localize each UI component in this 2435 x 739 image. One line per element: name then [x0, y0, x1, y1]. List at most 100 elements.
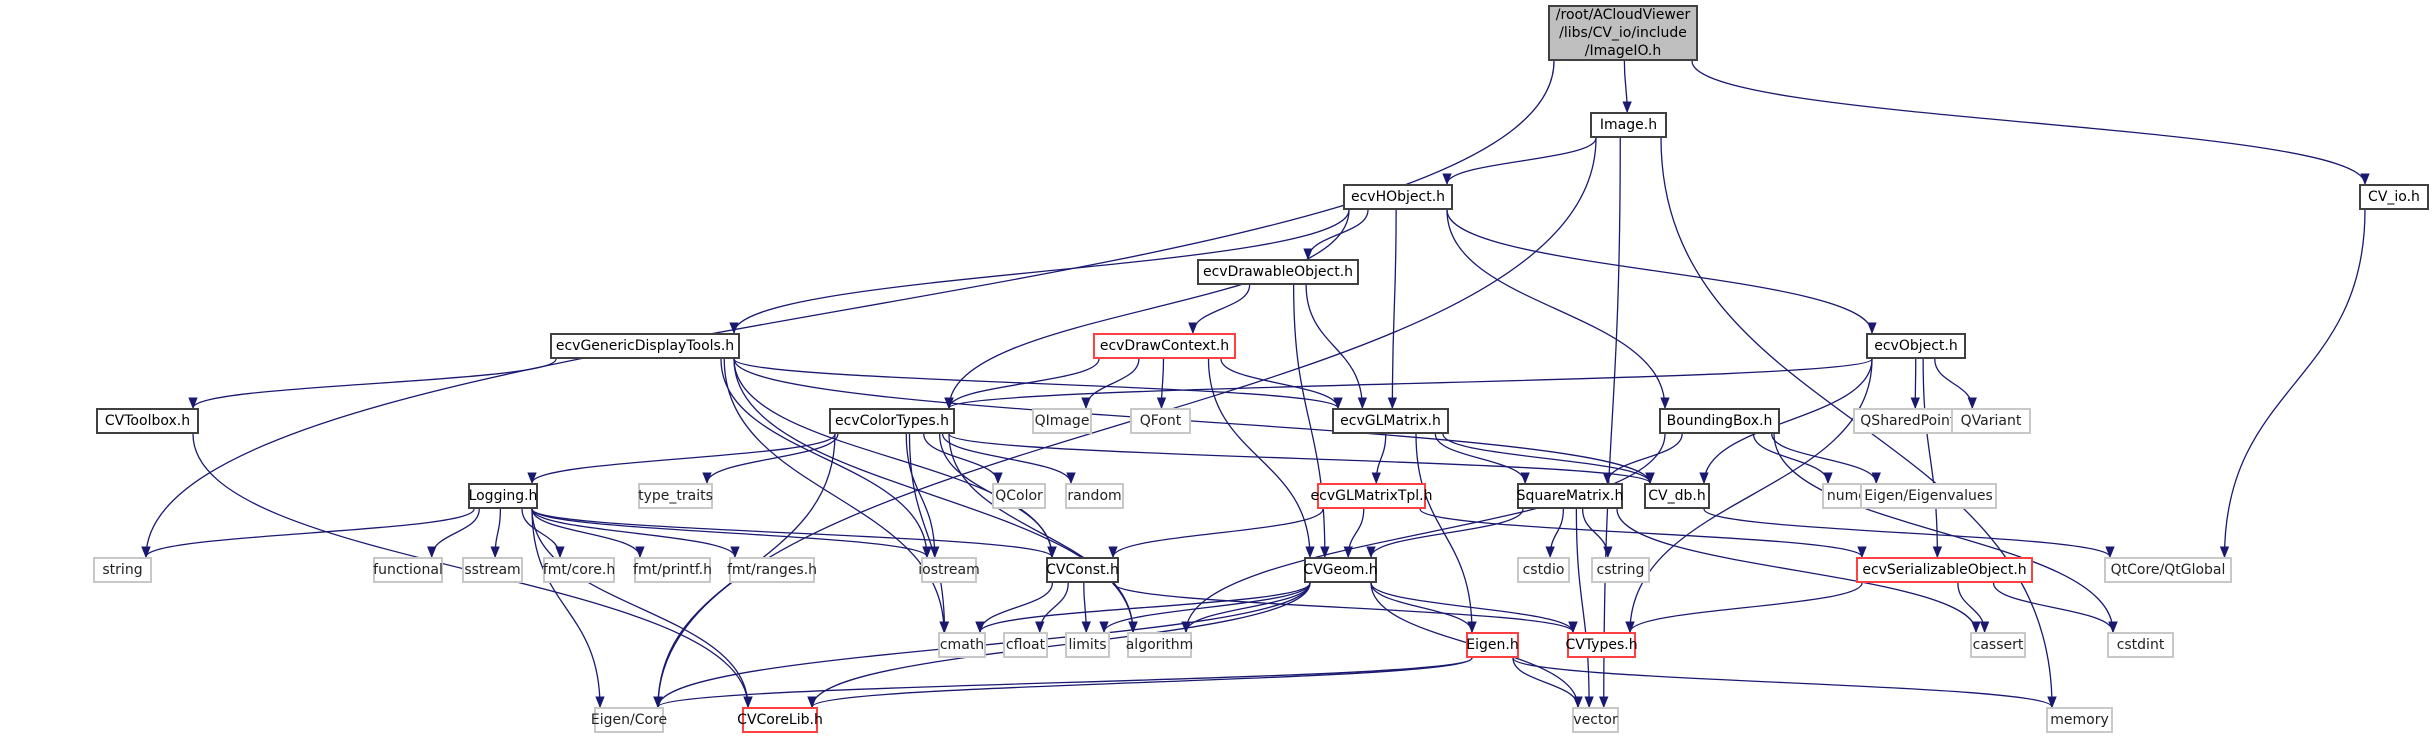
node-hobject[interactable]: ecvHObject.h	[1343, 184, 1453, 210]
edge-root-to-image	[1622, 60, 1632, 114]
node-typetraits[interactable]: type_traits	[638, 483, 713, 509]
node-cstdio[interactable]: cstdio	[1517, 557, 1570, 583]
node-cassert[interactable]: cassert	[1970, 632, 2026, 658]
node-fmtcore[interactable]: fmt/core.h	[543, 557, 615, 583]
node-random[interactable]: random	[1065, 483, 1124, 509]
node-drawable[interactable]: ecvDrawableObject.h	[1197, 259, 1359, 285]
edge-gendisp-to-glmatrix	[733, 358, 1343, 410]
node-label: Eigen.h	[1466, 637, 1519, 653]
node-label: cstdio	[1522, 562, 1565, 578]
edge-logging-to-corelib	[531, 508, 753, 709]
node-label: CVToolbox.h	[104, 413, 191, 429]
node-algorithm[interactable]: algorithm	[1126, 632, 1193, 658]
node-cvtypes[interactable]: CVTypes.h	[1565, 632, 1638, 658]
edge-eigenh-to-vector	[1512, 657, 1583, 709]
node-gendisp[interactable]: ecvGenericDisplayTools.h	[550, 333, 740, 359]
node-limits[interactable]: limits	[1065, 632, 1110, 658]
edge-cvconst-to-cfloat	[1035, 582, 1069, 634]
node-serial[interactable]: ecvSerializableObject.h	[1856, 557, 2033, 583]
node-fmtranges[interactable]: fmt/ranges.h	[726, 557, 818, 583]
node-corelib[interactable]: CVCoreLib.h	[737, 707, 823, 733]
node-label: iostream	[918, 562, 980, 578]
node-qtglobal[interactable]: QtCore/QtGlobal	[2104, 557, 2232, 583]
edge-colortypes-to-algorithm	[948, 433, 1138, 634]
node-label: cstdint	[2116, 637, 2165, 653]
edge-drawable-to-cvgeom	[1292, 284, 1330, 559]
edge-square-to-cstdio	[1545, 508, 1565, 559]
edge-bbox-to-numeric	[1752, 433, 1833, 485]
node-cstring[interactable]: cstring	[1591, 557, 1650, 583]
node-qvariant[interactable]: QVariant	[1951, 408, 2031, 434]
edge-serial-to-cvtypes	[1625, 582, 1863, 634]
node-label: cmath	[939, 637, 985, 653]
node-logging[interactable]: Logging.h	[468, 483, 538, 509]
edge-gendisp-to-toolbox	[188, 358, 557, 410]
node-cvgeom[interactable]: CVGeom.h	[1303, 557, 1378, 583]
edge-drawable-to-drawctx	[1188, 284, 1251, 335]
node-cmath[interactable]: cmath	[938, 632, 986, 658]
node-qcolor[interactable]: QColor	[992, 483, 1046, 509]
node-label: cfloat	[1005, 637, 1046, 653]
node-cstdint[interactable]: cstdint	[2107, 632, 2174, 658]
node-fmtprintf[interactable]: fmt/printf.h	[633, 557, 712, 583]
node-sstream[interactable]: sstream	[462, 557, 523, 583]
edge-eigenh-to-eigencore	[653, 657, 1473, 709]
node-vector[interactable]: vector	[1572, 707, 1619, 733]
node-cvio[interactable]: CV_io.h	[2359, 184, 2429, 210]
node-label: CVCoreLib.h	[737, 712, 823, 728]
edge-bbox-to-cstdint	[1773, 433, 2118, 634]
node-eigvals[interactable]: Eigen/Eigenvalues	[1860, 483, 1997, 509]
node-root[interactable]: /root/ACloudViewer /libs/CV_io/include /…	[1548, 5, 1698, 61]
node-label: CV_db.h	[1648, 488, 1706, 504]
node-cvconst[interactable]: CVConst.h	[1046, 557, 1119, 583]
node-eigenh[interactable]: Eigen.h	[1466, 632, 1519, 658]
edge-hobject-to-object	[1446, 209, 1877, 335]
node-label: BoundingBox.h	[1666, 413, 1773, 429]
node-label: ecvDrawContext.h	[1099, 338, 1230, 354]
node-label: ecvGenericDisplayTools.h	[555, 338, 735, 354]
edge-colortypes-to-iostream	[905, 433, 940, 559]
edge-gltpl-to-cvgeom	[1343, 508, 1365, 559]
edge-image-to-hobject	[1442, 137, 1597, 186]
node-functional[interactable]: functional	[373, 557, 443, 583]
node-qimage[interactable]: QImage	[1032, 408, 1092, 434]
node-colortypes[interactable]: ecvColorTypes.h	[829, 408, 955, 434]
node-square[interactable]: SquareMatrix.h	[1517, 483, 1623, 509]
node-label: ecvColorTypes.h	[835, 413, 949, 429]
edge-cvgeom-to-eigenh	[1370, 582, 1477, 634]
edge-colortypes-to-random	[941, 433, 1076, 485]
node-label: memory	[2050, 712, 2109, 728]
node-qfont[interactable]: QFont	[1130, 408, 1191, 434]
node-gltpl[interactable]: ecvGLMatrixTpl.h	[1311, 483, 1433, 509]
edge-logging-to-fmtprintf	[531, 508, 645, 559]
node-drawctx[interactable]: ecvDrawContext.h	[1093, 333, 1236, 359]
node-label: random	[1067, 488, 1122, 504]
node-label: fmt/ranges.h	[726, 562, 818, 578]
node-bbox[interactable]: BoundingBox.h	[1659, 408, 1780, 434]
node-glmatrix[interactable]: ecvGLMatrix.h	[1332, 408, 1449, 434]
edge-square-to-cassert	[1616, 508, 1981, 634]
node-label: SquareMatrix.h	[1516, 488, 1624, 504]
edge-bbox-to-algorithm	[1181, 433, 1666, 634]
node-label: ecvObject.h	[1874, 338, 1958, 354]
node-cvdb[interactable]: CV_db.h	[1644, 483, 1710, 509]
node-iostream[interactable]: iostream	[918, 557, 980, 583]
edge-colortypes-to-typetraits	[702, 433, 839, 485]
node-string[interactable]: string	[93, 557, 152, 583]
edge-cvgeom-to-limits	[1099, 582, 1311, 634]
edge-eigenh-to-corelib	[807, 657, 1473, 709]
node-eigencore[interactable]: Eigen/Core	[590, 707, 668, 733]
edge-square-to-vector	[1575, 508, 1594, 709]
node-image[interactable]: Image.h	[1590, 112, 1667, 138]
node-cfloat[interactable]: cfloat	[1003, 632, 1048, 658]
node-toolbox[interactable]: CVToolbox.h	[96, 408, 199, 434]
node-label: CVConst.h	[1046, 562, 1119, 578]
node-label: QFont	[1139, 413, 1182, 429]
edge-hobject-to-drawable	[1303, 209, 1369, 261]
edge-hobject-to-bbox	[1446, 209, 1670, 410]
node-label: Eigen/Core	[590, 712, 668, 728]
node-memory[interactable]: memory	[2046, 707, 2113, 733]
node-label: fmt/core.h	[542, 562, 616, 578]
node-object[interactable]: ecvObject.h	[1866, 333, 1966, 359]
